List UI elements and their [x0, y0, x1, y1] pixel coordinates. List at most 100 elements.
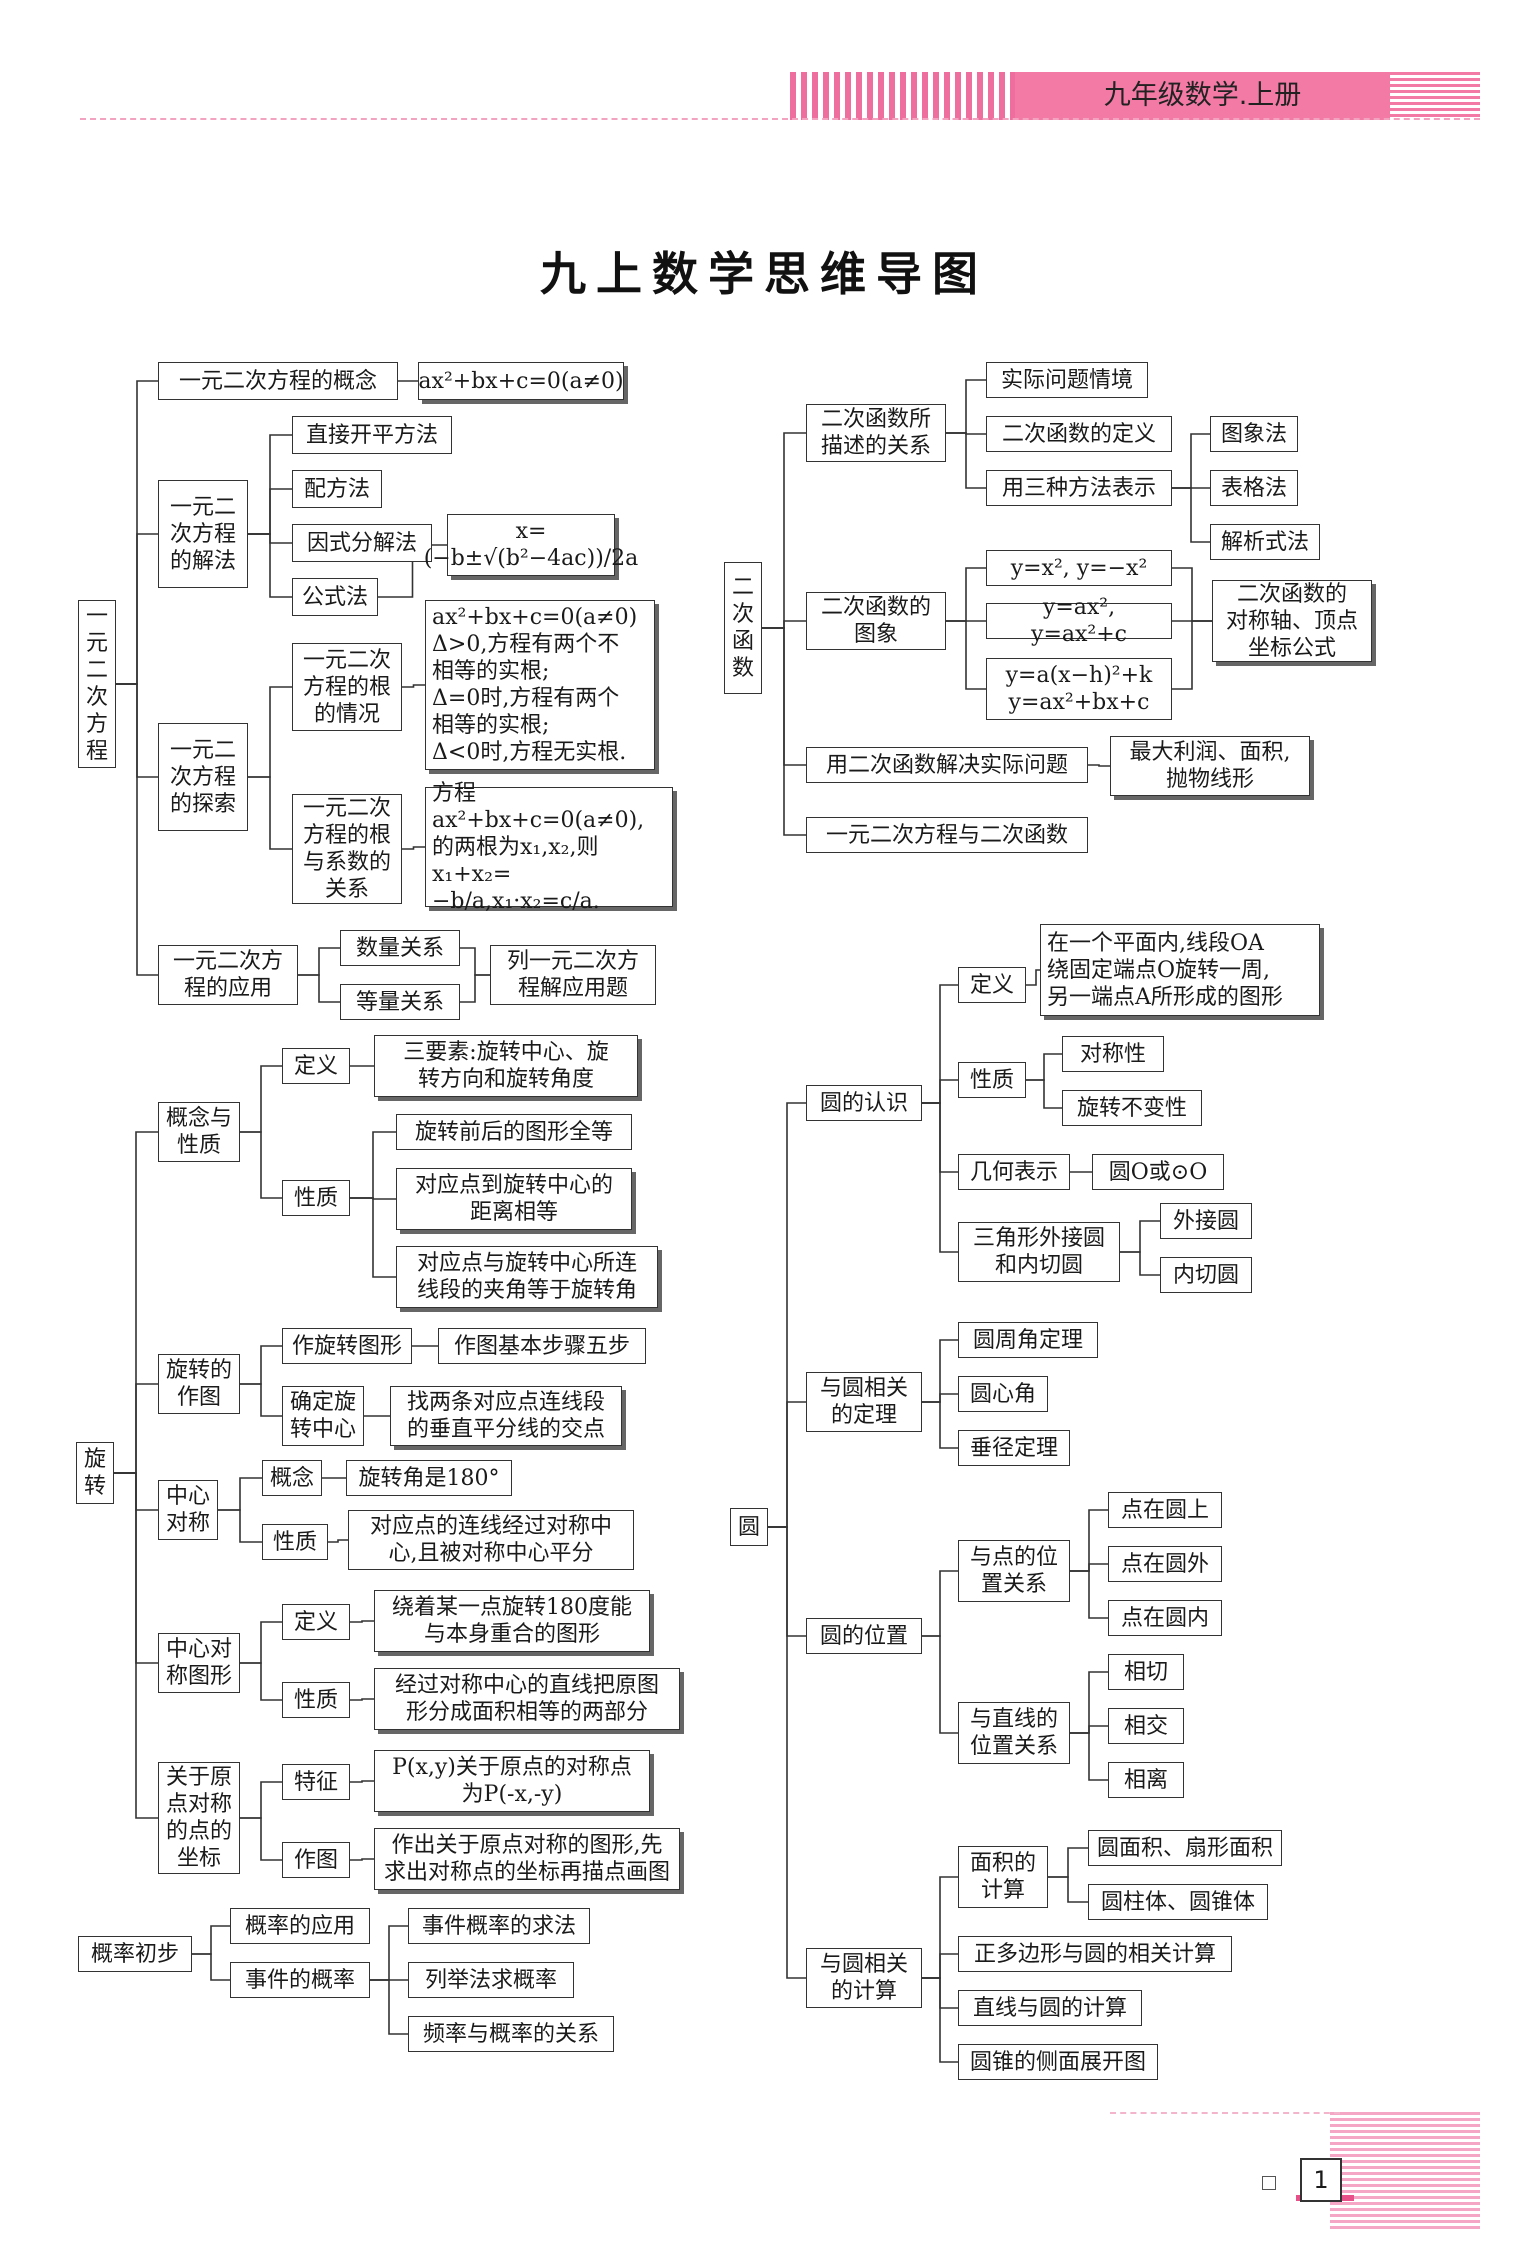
node-c2c: 垂径定理 — [958, 1430, 1070, 1466]
node-x4: 中心对 称图形 — [158, 1633, 240, 1693]
node-x5a1: P(x,y)关于原点的对称点 为P(-x,-y) — [374, 1750, 650, 1812]
node-g-root: 概率初步 — [78, 1936, 192, 1972]
connector-l-root-l2 — [116, 533, 158, 685]
node-c4c: 直线与圆的计算 — [958, 1990, 1142, 2026]
node-c1d: 三角形外接圆 和内切圆 — [958, 1222, 1120, 1282]
node-r1c2: 表格法 — [1210, 470, 1298, 506]
connector-r-root-r1 — [762, 432, 806, 629]
node-c1b2: 旋转不变性 — [1062, 1090, 1202, 1126]
connector-r2-r2c — [946, 620, 986, 690]
connector-x3b-x3b1 — [328, 1539, 348, 1543]
node-c3a3: 点在圆内 — [1108, 1600, 1222, 1636]
connector-x1b-x1b1 — [350, 1131, 396, 1199]
connector-c1b-c1b2 — [1026, 1079, 1062, 1109]
node-x4b: 性质 — [282, 1682, 350, 1718]
node-c3a2: 点在圆外 — [1108, 1546, 1222, 1582]
connector-x4a-x4a1 — [350, 1620, 374, 1623]
connector-r1-r1c — [946, 432, 986, 489]
connector-c3a-c3a3 — [1070, 1570, 1108, 1619]
node-r-root: 二 次 函 数 — [724, 562, 762, 694]
connector-c3a-c3a2 — [1070, 1563, 1108, 1572]
connector-c2-c2a — [922, 1339, 958, 1403]
node-g2b: 列举法求概率 — [408, 1962, 574, 1998]
node-x5a: 特征 — [282, 1764, 350, 1800]
connector-l4-l4a — [298, 947, 340, 976]
connector-x1-x1a — [240, 1065, 282, 1133]
connector-l3b-l3b1 — [402, 846, 425, 850]
node-c1c1: 圆O或⊙O — [1092, 1154, 1224, 1190]
node-c1a: 定义 — [958, 967, 1026, 1003]
node-x4a: 定义 — [282, 1604, 350, 1640]
node-r1c: 用三种方法表示 — [986, 470, 1172, 506]
connector-c4-c4d — [922, 1977, 958, 2063]
node-c1: 圆的认识 — [806, 1085, 922, 1121]
node-r3a: 最大利润、面积, 抛物线形 — [1110, 736, 1310, 796]
node-x2a1: 作图基本步骤五步 — [438, 1328, 646, 1364]
connector-l2-l2b — [248, 488, 292, 535]
connector-c3-c3a — [922, 1570, 958, 1637]
connector-g-root-g1 — [192, 1925, 230, 1955]
connector-c1d-c1d2 — [1120, 1251, 1160, 1276]
connector-c4a-c4a1 — [1048, 1847, 1088, 1878]
node-l3b1: 方程ax²+bx+c=0(a≠0), 的两根为x₁,x₂,则x₁+x₂= −b/… — [425, 781, 673, 914]
connector-c3b-c3b1 — [1070, 1671, 1108, 1734]
connector-x4-x4b — [240, 1662, 282, 1701]
node-l2e: x=(−b±√(b²−4ac))/2a — [424, 514, 638, 576]
node-x2b1: 找两条对应点连线段 的垂直平分线的交点 — [390, 1386, 622, 1446]
connector-l3-l3a — [248, 686, 292, 778]
node-l2a: 直接开平方法 — [292, 416, 452, 454]
node-c3: 圆的位置 — [806, 1618, 922, 1654]
node-l2b: 配方法 — [292, 470, 382, 508]
node-x3b: 性质 — [262, 1524, 328, 1560]
connector-r1c-r1c3 — [1172, 487, 1210, 543]
node-l2: 一元二 次方程 的解法 — [158, 480, 248, 588]
connector-c2-c2c — [922, 1401, 958, 1449]
node-r2b: y=ax², y=ax²+c — [986, 595, 1172, 647]
node-x1a: 定义 — [282, 1048, 350, 1084]
node-x4a1: 绕着某一点旋转180度能 与本身重合的图形 — [374, 1590, 650, 1652]
connector-x3-x3b — [218, 1509, 262, 1543]
node-c4: 与圆相关 的计算 — [806, 1948, 922, 2008]
node-l4b: 等量关系 — [340, 984, 460, 1020]
node-c3b3: 相离 — [1108, 1762, 1184, 1798]
connector-c1-c1b — [922, 1079, 958, 1104]
node-l1: 一元二次方程的概念 — [158, 362, 398, 400]
node-l3a1: ax²+bx+c=0(a≠0) Δ>0,方程有两个不 相等的实根; Δ=0时,方… — [425, 600, 655, 770]
header-bar — [1015, 72, 1390, 120]
connector-c1d-c1d1 — [1120, 1220, 1160, 1253]
node-x1b2: 对应点到旋转中心的 距离相等 — [396, 1168, 632, 1230]
connector-c3a-c3a1 — [1070, 1509, 1108, 1572]
connector-c2-c2b — [922, 1393, 958, 1403]
node-r1b: 二次函数的定义 — [986, 416, 1172, 452]
connector-c3-c3b — [922, 1635, 958, 1734]
connector-r-root-r2 — [762, 620, 806, 629]
connector-r-root-r4 — [762, 627, 806, 836]
node-x5: 关于原 点对称 的点的 坐标 — [158, 1762, 240, 1874]
connector-x-root-x2 — [114, 1383, 158, 1474]
connector-c3b-c3b2 — [1070, 1725, 1108, 1734]
node-r2d: 二次函数的 对称轴、顶点 坐标公式 — [1212, 580, 1372, 662]
node-c1d2: 内切圆 — [1160, 1257, 1252, 1293]
node-r2a: y=x², y=−x² — [986, 550, 1172, 586]
node-l-root: 一 元 二 次 方 程 — [78, 600, 116, 768]
page-number: 1 — [1300, 2158, 1342, 2202]
node-c4a: 面积的 计算 — [958, 1846, 1048, 1908]
node-c2: 与圆相关 的定理 — [806, 1372, 922, 1432]
node-r1c1: 图象法 — [1210, 416, 1298, 452]
footer-dashed-line — [1110, 2112, 1340, 2114]
connector-x4-x4a — [240, 1621, 282, 1664]
header-title: 九年级数学.上册 — [1103, 80, 1302, 111]
node-g2c: 频率与概率的关系 — [408, 2016, 614, 2052]
connector-x2-x2a — [240, 1345, 282, 1385]
node-x-root: 旋 转 — [76, 1442, 114, 1504]
connector-x3-x3a — [218, 1477, 262, 1511]
node-l3: 一元二 次方程 的探索 — [158, 723, 248, 831]
connector-x1-x1b — [240, 1131, 282, 1199]
page-footer — [0, 2100, 1528, 2246]
node-x1b: 性质 — [282, 1180, 350, 1216]
node-c3b2: 相交 — [1108, 1708, 1184, 1744]
node-l3b: 一元二次 方程的根 与系数的 关系 — [292, 794, 402, 904]
connector-c-root-c2 — [768, 1401, 806, 1528]
